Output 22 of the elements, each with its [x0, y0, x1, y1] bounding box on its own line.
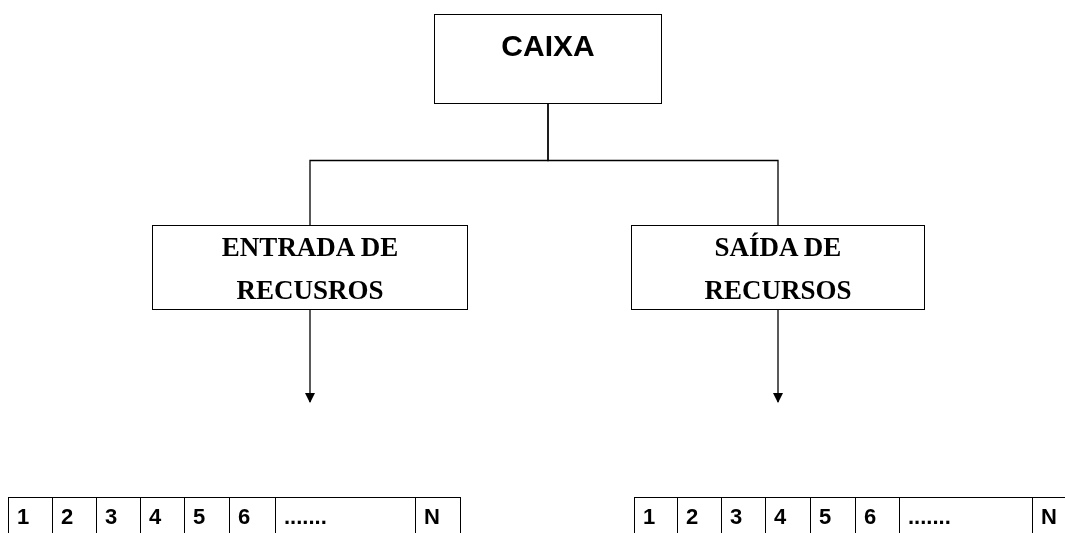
connector-line [305, 309, 315, 403]
table-cell: ....... [276, 498, 416, 533]
table-cell: ....... [900, 498, 1033, 533]
table-cell: 6 [230, 498, 276, 533]
table-cell: 4 [141, 498, 185, 533]
table-cell: 2 [678, 498, 722, 533]
connector-line [547, 103, 779, 226]
text-box: CAIXA [434, 14, 662, 104]
table-cell: 2 [53, 498, 97, 533]
table-cell: N [1033, 498, 1065, 533]
table-cell: 3 [97, 498, 141, 533]
table-cell: 5 [811, 498, 856, 533]
table-cell: 3 [722, 498, 766, 533]
table-cell: 4 [766, 498, 811, 533]
text-box: ENTRADA DE RECUSROS [152, 225, 468, 310]
connector-line [773, 309, 783, 403]
table-cell: 5 [185, 498, 230, 533]
table-cell: 6 [856, 498, 900, 533]
text-box: SAÍDA DE RECURSOS [631, 225, 925, 310]
table-cell: 1 [9, 498, 53, 533]
table-cell: 1 [635, 498, 678, 533]
table-cell: N [416, 498, 461, 533]
